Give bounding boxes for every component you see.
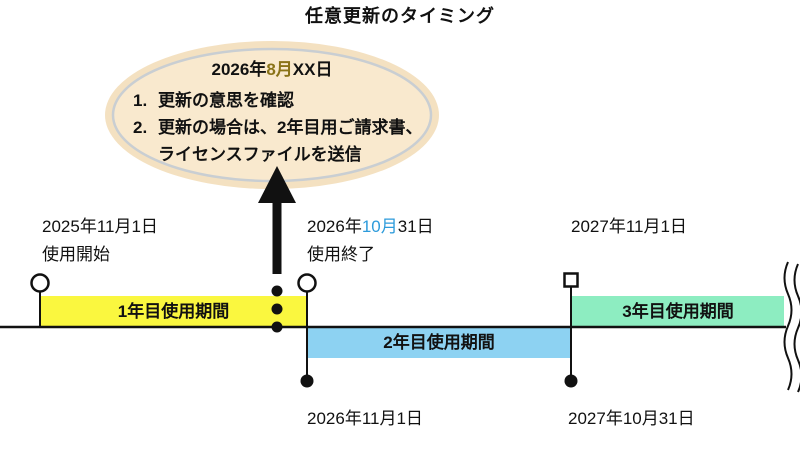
year2-bar	[307, 327, 571, 358]
page-title: 任意更新のタイミング	[305, 6, 495, 26]
year3-start-date: 2027年11月1日	[571, 217, 687, 236]
balloon-task-list: 1. 更新の意思を確認 2. 更新の場合は、2年目用ご請求書、ライセンスファイル…	[133, 87, 434, 168]
start-open-circle-marker	[30, 273, 50, 293]
year3-bar	[572, 296, 784, 327]
up-arrow-shaft	[272, 199, 282, 274]
balloon-date-highlight: 8月	[266, 60, 293, 79]
year2-start-dot-marker	[300, 374, 314, 388]
year2-end-dot-marker	[564, 374, 578, 388]
year1-bar-label: 1年目使用期間	[117, 302, 230, 321]
usage-start-date: 2025年11月1日	[42, 217, 158, 236]
year2-end-date: 2027年10月31日	[568, 409, 695, 428]
list-item: 2. 更新の場合は、2年目用ご請求書、ライセンスファイルを送信	[133, 114, 434, 168]
year3-start-label: 2027年11月1日	[571, 213, 687, 241]
usage-end-caption: 使用終了	[307, 245, 375, 264]
list-item-text: 更新の意思を確認	[158, 91, 294, 110]
usage-end-label: 2026年10月31日 使用終了	[307, 213, 434, 269]
up-arrow-icon	[258, 166, 296, 203]
year2-bar-label: 2年目使用期間	[383, 333, 495, 352]
arrow-dot-3	[271, 321, 283, 333]
list-item: 1. 更新の意思を確認	[133, 87, 434, 114]
arrow-dot-1	[271, 285, 283, 297]
list-item-text: 更新の場合は、2年目用ご請求書、ライセンスファイルを送信	[158, 118, 423, 164]
usage-start-label: 2025年11月1日 使用開始	[42, 213, 158, 269]
list-item-number: 1.	[133, 91, 148, 110]
usage-end-date-highlight: 10月	[361, 217, 398, 236]
balloon-date-suffix: XX日	[292, 60, 333, 79]
year2-start-date: 2026年11月1日	[307, 409, 423, 428]
balloon-date-prefix: 2026年	[211, 60, 267, 79]
balloon-date: 2026年8月XX日	[115, 55, 429, 80]
break-squiggle-line-2	[793, 263, 800, 393]
usage-end-date: 2026年10月31日	[307, 217, 434, 236]
arrow-dot-2	[271, 303, 283, 315]
usage-start-caption: 使用開始	[42, 245, 110, 264]
list-item-number: 2.	[133, 118, 148, 137]
usage-end-open-circle-marker	[297, 273, 317, 293]
year1-bar	[40, 296, 307, 327]
year3-bar-label: 3年目使用期間	[622, 302, 734, 321]
year3-start-square-marker	[563, 272, 579, 288]
year2-start-label: 2026年11月1日	[307, 405, 423, 433]
break-squiggle-line-1	[783, 261, 793, 391]
year2-end-label: 2027年10月31日	[568, 405, 695, 433]
